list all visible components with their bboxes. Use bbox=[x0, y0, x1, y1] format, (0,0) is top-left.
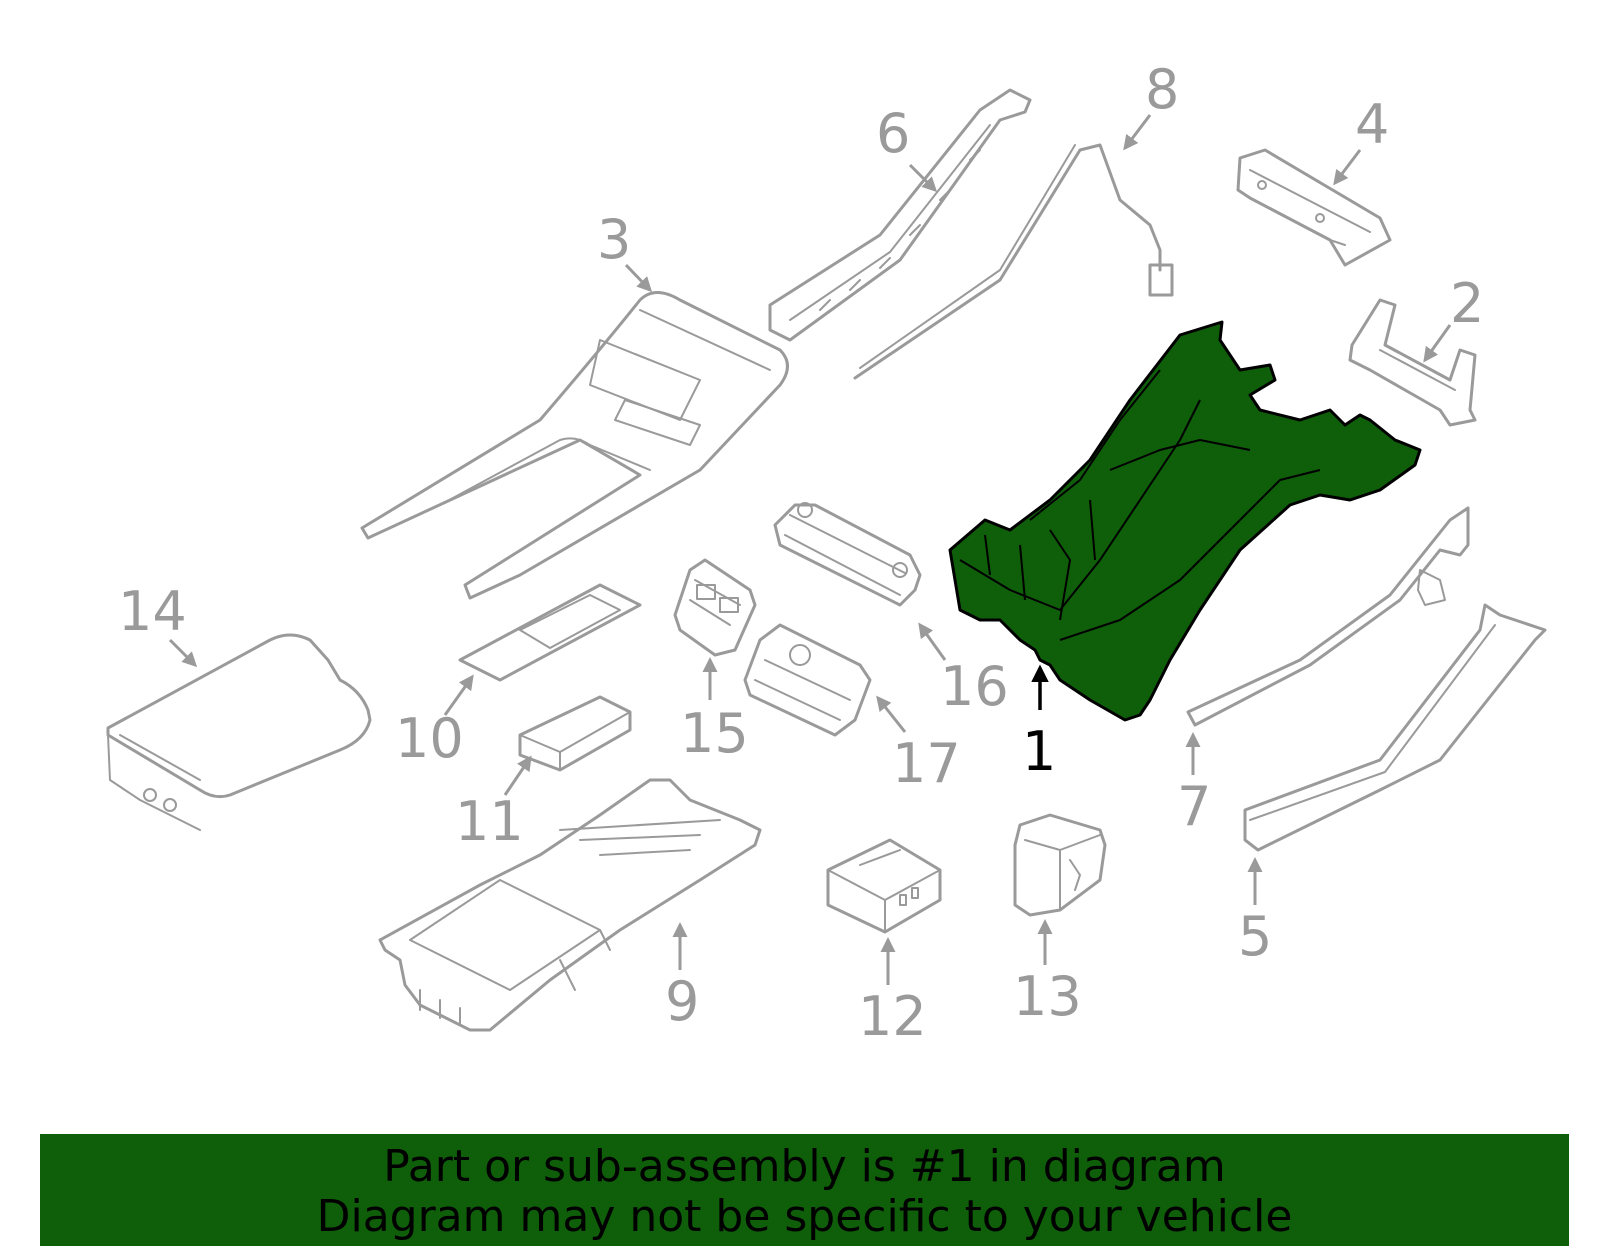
part-4-bracket[interactable] bbox=[1236, 148, 1392, 267]
callout-9[interactable]: 9 bbox=[665, 970, 699, 1033]
callout-13[interactable]: 13 bbox=[1013, 965, 1082, 1028]
callout-7[interactable]: 7 bbox=[1177, 775, 1211, 838]
part-8-cable[interactable] bbox=[853, 143, 1174, 380]
callout-4[interactable]: 4 bbox=[1355, 93, 1389, 156]
banner-line-1: Part or sub-assembly is #1 in diagram bbox=[383, 1141, 1226, 1192]
callout-16[interactable]: 16 bbox=[940, 655, 1009, 718]
part-15-window-switch[interactable] bbox=[673, 558, 757, 657]
callout-14[interactable]: 14 bbox=[118, 580, 187, 643]
callout-6[interactable]: 6 bbox=[876, 102, 910, 165]
callout-8[interactable]: 8 bbox=[1145, 58, 1179, 121]
callout-10[interactable]: 10 bbox=[395, 707, 464, 770]
part-7-trim-strip[interactable] bbox=[1186, 506, 1470, 727]
callout-15[interactable]: 15 bbox=[680, 702, 749, 765]
part-17-climate-control[interactable] bbox=[743, 623, 872, 737]
part-9-console-box[interactable] bbox=[378, 778, 762, 1032]
callout-12[interactable]: 12 bbox=[858, 985, 927, 1048]
part-12-module[interactable] bbox=[826, 838, 942, 934]
part-10-panel[interactable] bbox=[458, 583, 642, 682]
info-banner: Part or sub-assembly is #1 in diagram Di… bbox=[40, 1134, 1569, 1246]
banner-line-2: Diagram may not be specific to your vehi… bbox=[316, 1191, 1293, 1242]
part-11-switch[interactable] bbox=[518, 695, 632, 772]
part-1-console-housing[interactable] bbox=[948, 320, 1422, 722]
callout-2[interactable]: 2 bbox=[1450, 272, 1484, 335]
callout-5[interactable]: 5 bbox=[1238, 905, 1272, 968]
callout-1[interactable]: 1 bbox=[1022, 720, 1056, 783]
part-6-trim-strip[interactable] bbox=[768, 88, 1032, 342]
part-16-control-unit[interactable] bbox=[773, 502, 922, 607]
callouts: 1 2 3 4 5 6 7 8 9 10 11 12 13 14 15 16 1… bbox=[118, 58, 1484, 1048]
part-13-module[interactable] bbox=[1013, 813, 1107, 917]
leader-lines bbox=[168, 114, 1452, 985]
callout-11[interactable]: 11 bbox=[455, 790, 524, 853]
callout-17[interactable]: 17 bbox=[892, 732, 961, 795]
part-2-mounting-bracket[interactable] bbox=[1348, 298, 1477, 427]
callout-3[interactable]: 3 bbox=[597, 208, 631, 271]
part-5-side-trim[interactable] bbox=[1243, 603, 1547, 852]
part-14-armrest[interactable] bbox=[106, 633, 372, 831]
part-3-console-trim[interactable] bbox=[360, 291, 789, 600]
